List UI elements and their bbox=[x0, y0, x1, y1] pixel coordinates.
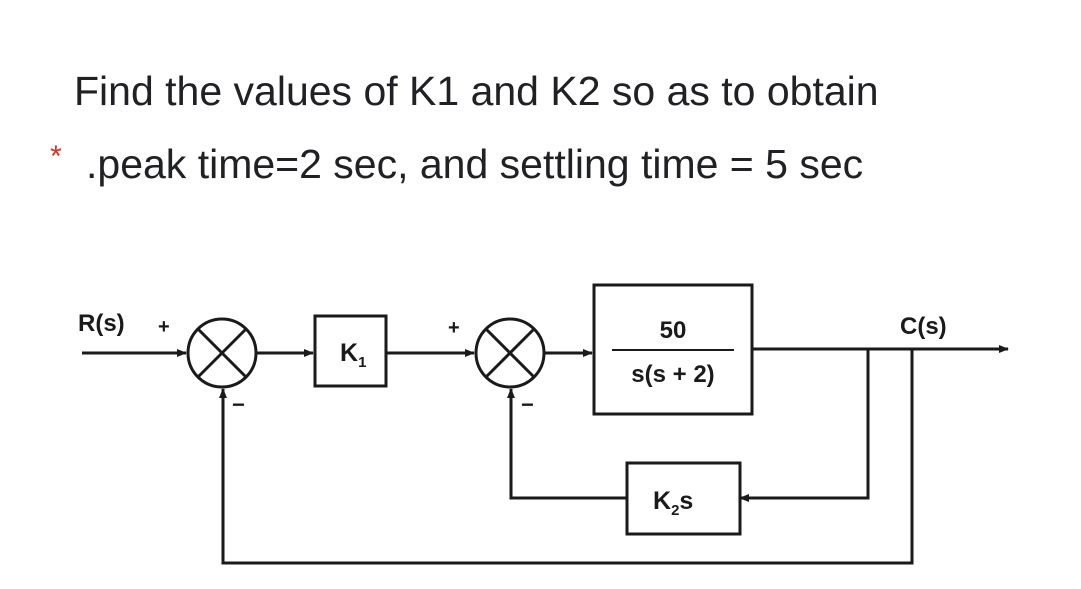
question-line-1: Find the values of K1 and K2 so as to ob… bbox=[74, 68, 879, 114]
sum1-minus-sign: − bbox=[232, 392, 245, 417]
question-line-2: .peak time=2 sec, and settling time = 5 … bbox=[86, 141, 864, 187]
summing-junction-1 bbox=[186, 317, 258, 389]
plant-numerator: 50 bbox=[660, 317, 687, 344]
sum1-plus-sign: + bbox=[158, 316, 170, 338]
sum2-plus-sign: + bbox=[448, 317, 460, 339]
k1-block bbox=[313, 314, 388, 388]
input-label: R(s) bbox=[78, 310, 125, 337]
k1-label: K1 bbox=[340, 339, 366, 371]
inner-feedback-return bbox=[507, 388, 627, 500]
sum2-minus-sign: − bbox=[521, 392, 534, 417]
k2s-label: K2s bbox=[653, 487, 693, 519]
required-star: * bbox=[50, 140, 62, 173]
output-label: C(s) bbox=[900, 313, 947, 340]
inner-feedback-path bbox=[739, 349, 870, 502]
summing-junction-2 bbox=[474, 317, 546, 389]
plant-denominator: s(s + 2) bbox=[631, 361, 714, 388]
outer-feedback-path bbox=[219, 349, 914, 565]
